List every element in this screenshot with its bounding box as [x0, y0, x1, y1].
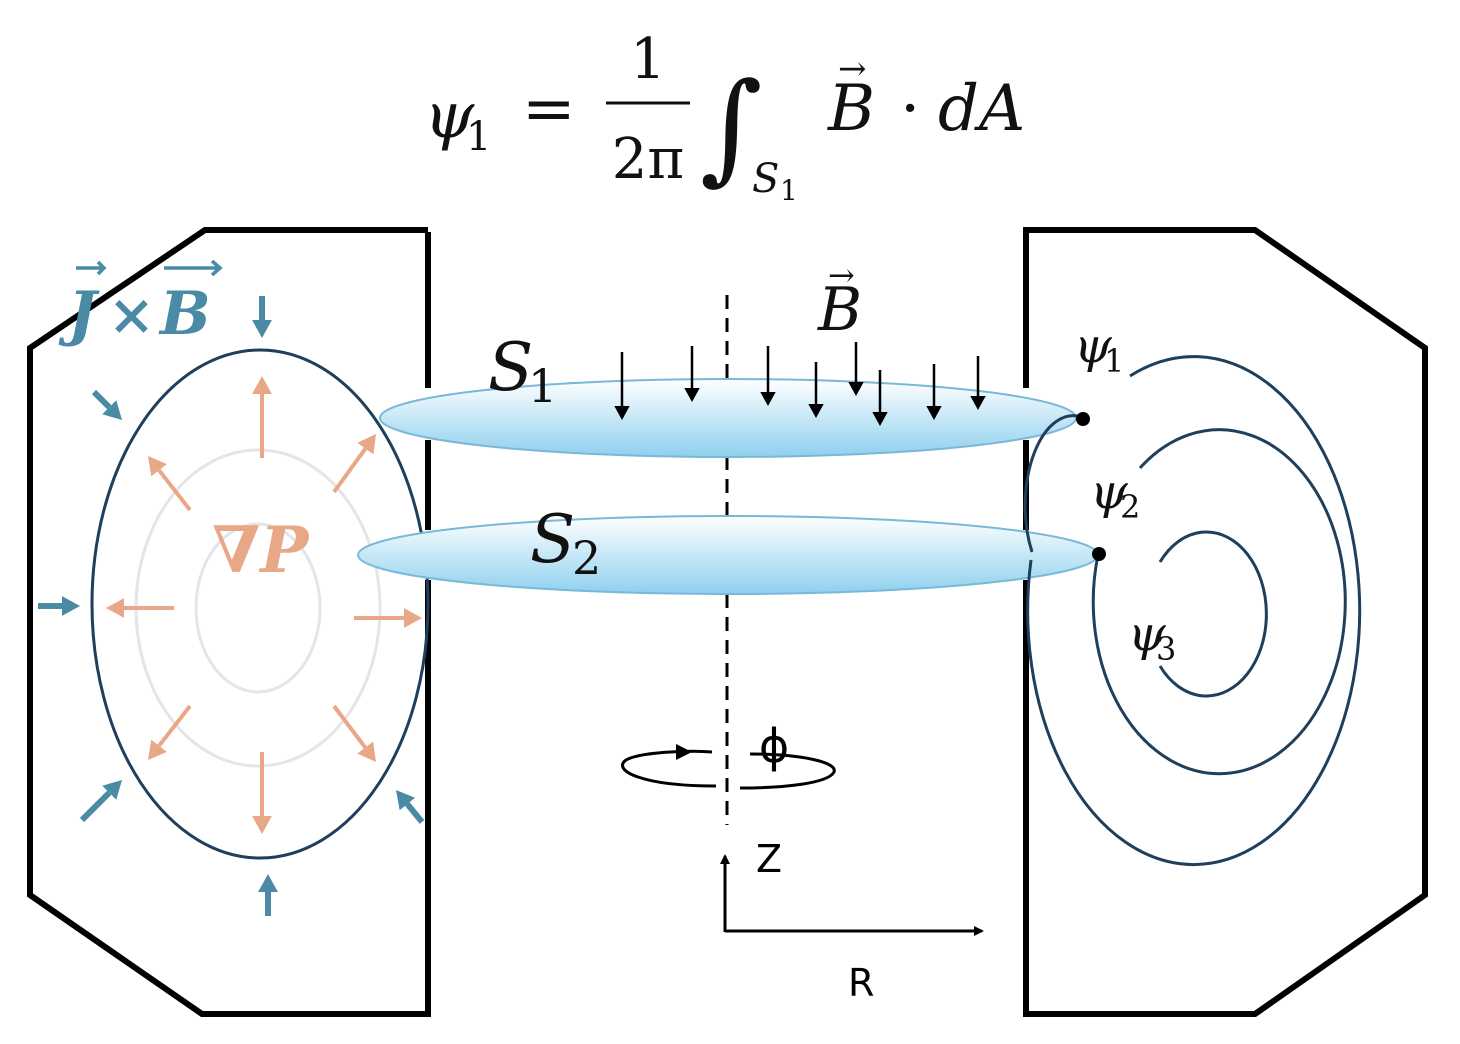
psi1-label: ψ — [1074, 318, 1113, 374]
jxb-force-arrow — [252, 296, 272, 338]
left-last-closed-flux-surface — [90, 348, 430, 860]
psi1-surface-point — [1076, 412, 1090, 426]
disk-s2 — [357, 515, 1099, 595]
jxb-label-j-vector-arrow — [76, 260, 107, 276]
s1-label: S — [488, 329, 533, 406]
b-field-arrow — [684, 346, 700, 402]
jxb-force-arrows — [38, 296, 425, 916]
equation-integral-subscript: S — [752, 156, 779, 202]
psi3-label-index: 3 — [1156, 630, 1176, 668]
jxb-force-arrow — [258, 874, 278, 916]
pressure-arrow — [332, 704, 376, 762]
flux-surface-psi1-inner-segment — [1023, 414, 1085, 553]
jxb-label-times: × — [108, 282, 155, 348]
flux-equation: ψ 1 = 1 2π ∫ S 1 B → · dA — [424, 27, 1025, 207]
disk-s1 — [379, 378, 1077, 458]
b-field-arrow — [808, 362, 824, 418]
b-field-arrow — [614, 352, 630, 420]
pressure-arrow — [252, 376, 272, 458]
equation-psi: ψ — [424, 79, 475, 153]
z-axis-label: Z — [756, 837, 782, 881]
toroidal-rotation-arrowhead — [676, 744, 692, 760]
psi1-label-index: 1 — [1104, 342, 1124, 380]
psi2-label-index: 2 — [1120, 488, 1140, 526]
b-field-symbol: B — [817, 275, 862, 345]
left-plasma-cross-section: ∇P J × B — [38, 259, 430, 916]
coordinate-axes: Z R — [720, 837, 984, 1005]
equation-dot: · — [900, 72, 920, 146]
equation-integral: ∫ — [700, 58, 763, 197]
pressure-gradient-label: ∇P — [212, 513, 310, 588]
phi-label: ϕ — [759, 719, 789, 773]
equation-dA: dA — [938, 72, 1025, 146]
flux-disk-s2: S 2 — [357, 501, 1099, 595]
psi2-label: ψ — [1090, 464, 1129, 520]
flux-surface-psi1 — [1026, 355, 1362, 867]
b-field-arrow — [872, 370, 888, 426]
b-field-arrow — [970, 356, 986, 410]
jxb-force-arrow — [79, 780, 122, 823]
equation-integral-subscript-index: 1 — [780, 174, 798, 207]
jxb-label-j: J — [58, 279, 100, 349]
psi-labels: ψ 1 ψ 2 ψ 3 — [1074, 318, 1176, 668]
flux-disk-s1: S 1 — [379, 329, 1077, 458]
right-wall-outline — [1023, 227, 1428, 1017]
jxb-label-b: B — [158, 279, 211, 349]
b-field-arrow — [848, 342, 864, 396]
b-field-label: B → — [817, 256, 862, 345]
s2-label-index: 2 — [572, 531, 601, 585]
right-plasma-cross-section — [1023, 355, 1362, 867]
flux-surface-psi3 — [1158, 530, 1268, 698]
b-field-vector-arrow: → — [828, 256, 855, 294]
pressure-gradient-arrows — [106, 376, 422, 834]
psi2-surface-point — [1092, 547, 1106, 561]
r-axis-label: R — [848, 961, 874, 1005]
jxb-label-b-vector-arrow — [164, 259, 223, 277]
pressure-arrow — [332, 434, 376, 494]
pressure-arrow — [252, 752, 272, 834]
flux-surface-psi2 — [1091, 428, 1347, 776]
left-wall-outline — [27, 227, 431, 1017]
pressure-arrow — [354, 608, 422, 628]
b-field-arrow — [760, 346, 776, 406]
pressure-arrow — [148, 704, 192, 760]
jxb-force-arrow — [91, 389, 122, 420]
magnetic-field-arrows — [614, 342, 986, 426]
equation-B: B — [827, 72, 875, 146]
psi3-label: ψ — [1128, 606, 1167, 662]
equation-denominator: 2π — [612, 127, 684, 192]
equation-equals: = — [522, 72, 576, 146]
pressure-arrow — [148, 456, 192, 512]
toroidal-angle-indicator: ϕ — [621, 719, 836, 790]
b-field-arrow — [926, 364, 942, 420]
inner-pressure-contour — [194, 522, 322, 694]
pressure-arrow — [106, 598, 174, 618]
s2-label: S — [530, 501, 575, 578]
equation-B-vector-arrow: → — [838, 49, 867, 89]
jxb-force-arrow — [396, 790, 425, 824]
jxb-force-arrow — [38, 596, 80, 616]
s1-label-index: 1 — [528, 359, 557, 413]
equation-psi-subscript: 1 — [466, 114, 491, 160]
equation-numerator: 1 — [630, 27, 666, 92]
